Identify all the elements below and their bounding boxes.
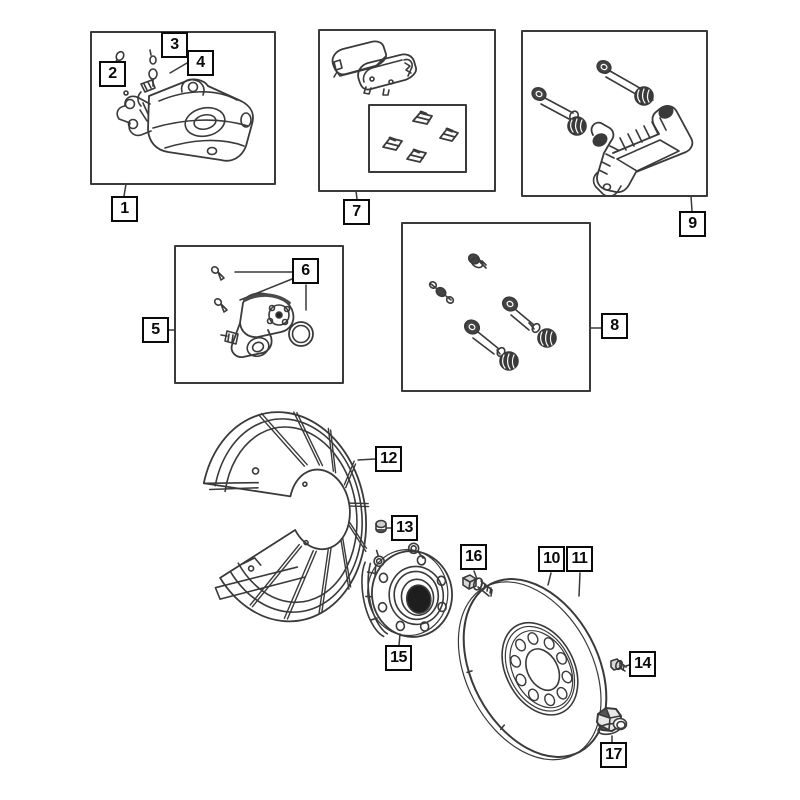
box-pin-kit (401, 222, 591, 392)
callout-3-label: 3 (170, 36, 179, 53)
box-bracket (521, 30, 708, 197)
pin-kit-drawing (428, 253, 557, 371)
callout-16[interactable]: 16 (460, 544, 487, 570)
callout-9-label: 9 (688, 215, 697, 232)
callout-12[interactable]: 12 (375, 446, 402, 472)
dust-shield-drawing (202, 411, 370, 623)
callout-4[interactable]: 4 (187, 50, 214, 76)
rotor-screw-drawing (610, 658, 627, 672)
callout-15-label: 15 (390, 649, 407, 666)
callout-5-label: 5 (151, 321, 160, 338)
callout-7-label: 7 (352, 203, 361, 220)
callout-1-label: 1 (120, 200, 129, 217)
callout-17-label: 17 (605, 746, 622, 763)
box-pad-hardware (368, 104, 467, 173)
callout-15[interactable]: 15 (385, 645, 412, 671)
callout-12-label: 12 (380, 450, 397, 467)
box-pads (318, 29, 496, 192)
callout-13[interactable]: 13 (391, 515, 418, 541)
box-actuator (174, 245, 344, 384)
callout-11-label: 11 (571, 550, 588, 567)
callout-5[interactable]: 5 (142, 317, 169, 343)
brake-rotor-drawing (457, 578, 608, 761)
callout-4-label: 4 (196, 54, 205, 71)
caliper-bracket-drawing (531, 60, 694, 197)
caliper-drawing (112, 49, 254, 162)
callout-11[interactable]: 11 (566, 546, 593, 572)
callout-1[interactable]: 1 (111, 196, 138, 222)
callout-6[interactable]: 6 (292, 258, 319, 284)
callout-6-label: 6 (301, 262, 310, 279)
actuator-drawing (210, 265, 314, 358)
callout-2-label: 2 (108, 65, 117, 82)
callout-2[interactable]: 2 (99, 61, 126, 87)
callout-7[interactable]: 7 (343, 199, 370, 225)
brake-pads-drawing (331, 40, 459, 163)
hub-nut-drawing (596, 707, 628, 736)
callout-16-label: 16 (465, 548, 482, 565)
callout-17[interactable]: 17 (600, 742, 627, 768)
callout-14-label: 14 (634, 655, 651, 672)
callout-14[interactable]: 14 (629, 651, 656, 677)
callout-9[interactable]: 9 (679, 211, 706, 237)
callout-8-label: 8 (610, 317, 619, 334)
callout-10[interactable]: 10 (538, 546, 565, 572)
callout-10-label: 10 (543, 550, 560, 567)
hub-bearing-drawing (361, 542, 453, 638)
small-nut-drawing (375, 519, 387, 534)
callout-8[interactable]: 8 (601, 313, 628, 339)
callout-3[interactable]: 3 (161, 32, 188, 58)
callout-13-label: 13 (396, 519, 413, 536)
caliper-bolt-drawing (462, 574, 493, 597)
